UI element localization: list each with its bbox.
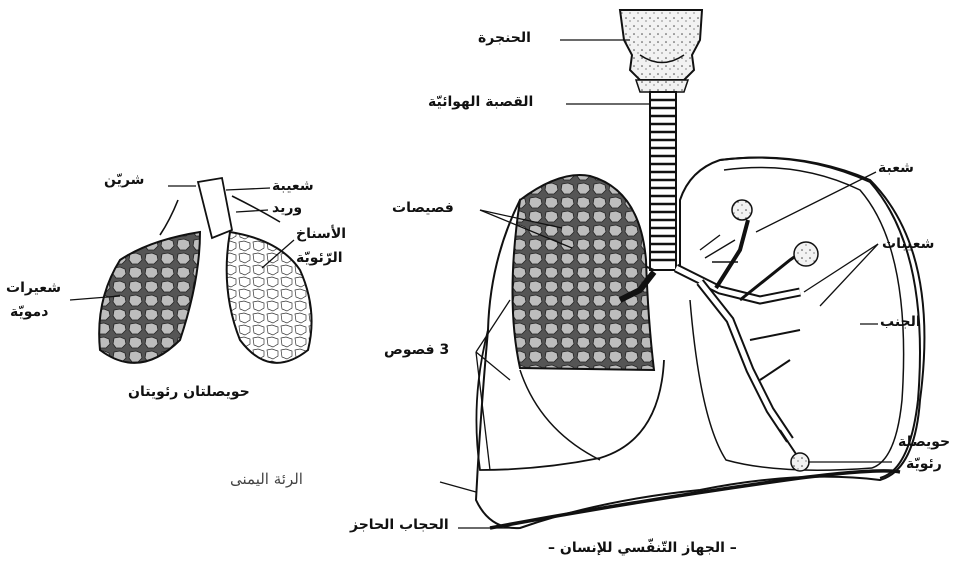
trachea-shape xyxy=(650,92,676,270)
capillaries-label-line2: دمويّة xyxy=(10,304,48,320)
larynx-shape xyxy=(620,10,702,92)
artery-label: شريّن xyxy=(104,172,144,188)
sacs-label-line2: الرّئويّة xyxy=(296,250,343,266)
larynx-label: الحنجرة xyxy=(478,30,531,46)
left-lung-lobules xyxy=(513,175,655,370)
diaphragm-curve xyxy=(490,471,900,528)
two-alveoli-title: حويصلتان رئويتان xyxy=(128,384,250,400)
alveolus-label-line2: رئويّة xyxy=(906,456,942,472)
pleura-label: الجنب xyxy=(880,314,921,330)
bronchus-label: شعبة xyxy=(878,160,914,176)
system-title: – الجهاز التّنفّسي للإنسان – xyxy=(548,540,737,556)
three-lobes-label: 3 فصوص xyxy=(384,342,449,358)
alveolus-label-line1: حويصلة xyxy=(898,434,950,450)
diaphragm-label: الحجاب الحاجز xyxy=(350,517,449,533)
right-lung-label: الرئة اليمنى xyxy=(230,470,303,488)
trachea-label: القصبة الهوائيّة xyxy=(428,94,533,110)
capillaries-label-line1: شعيرات xyxy=(6,280,61,296)
bronchioles-label: شعيبات xyxy=(882,236,934,252)
vein-label: وريد xyxy=(272,200,302,216)
bronchiole-small-label: شعيبة xyxy=(272,178,314,194)
sacs-label-line1: الأسناخ xyxy=(296,226,346,242)
lobules-label: فصيصات xyxy=(392,200,454,216)
